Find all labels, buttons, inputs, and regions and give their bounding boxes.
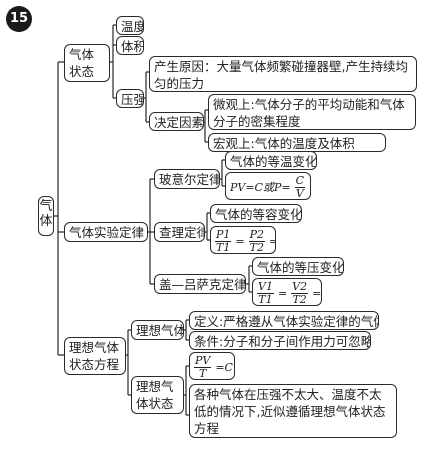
ideal-eq-name: 理想气体状态方程: [136, 379, 174, 411]
pressure-label: 压强: [121, 92, 144, 107]
ideal-note: 各种气体在压强不太大、温度不太低的情况下,近似遵循理想气体状态方程: [194, 387, 386, 436]
boyle-desc-node: 气体的等温变化: [225, 151, 317, 170]
macro-node: 宏观上:气体的温度及体积: [208, 133, 386, 152]
ideal-node: 理想气体状态方程: [64, 337, 126, 375]
params-title: 气体状态参量: [69, 47, 95, 79]
gaylussac-desc: 气体的等压变化: [257, 260, 344, 275]
charles-d2: T2: [249, 241, 264, 254]
laws-title: 气体实验定律: [69, 225, 145, 240]
micro-node: 微观上:气体分子的平均动能和气体分子的密集程度: [208, 94, 416, 130]
ideal-cond: 条件:分子和分子间作用力可忽略: [194, 334, 371, 349]
gaylussac-name: 盖—吕萨克定律: [159, 277, 246, 292]
charles-desc: 气体的等容变化: [215, 207, 302, 222]
ideal-gas-name: 理想气体: [136, 323, 184, 338]
section-number-badge: 15: [6, 6, 32, 32]
temperature-node: 温度: [116, 16, 144, 35]
ideal-gas-node: 理想气体: [131, 320, 184, 340]
ideal-cond-node: 条件:分子和分子间作用力可忽略: [189, 331, 371, 350]
boyle-formula-text: PV=C或P=: [230, 181, 291, 194]
ideal-def: 定义:严格遵从气体实验定律的气体: [194, 314, 379, 329]
gaylussac-desc-node: 气体的等压变化: [252, 257, 344, 276]
ideal-num: PV: [194, 354, 212, 368]
charles-rhs: = c: [269, 235, 275, 248]
volume-node: 体积: [116, 36, 144, 55]
macro-text: 宏观上:气体的温度及体积: [213, 136, 355, 151]
pressure-cause-node: 产生原因：大量气体频繁碰撞器壁,产生持续均匀的压力: [149, 56, 417, 92]
gaylussac-d2: T2: [292, 293, 307, 306]
volume-label: 体积: [121, 39, 144, 54]
boyle-num: C: [294, 174, 306, 188]
determine-node: 决定因素: [149, 112, 204, 131]
charles-d1: T1: [216, 241, 231, 254]
determine-label: 决定因素: [154, 115, 204, 130]
cause-text: 大量气体频繁碰撞器壁,产生持续均匀的压力: [154, 59, 408, 91]
boyle-node: 玻意尔定律: [154, 169, 220, 189]
cause-label: 产生原因：: [154, 59, 217, 74]
gaylussac-node: 盖—吕萨克定律: [154, 274, 246, 294]
boyle-desc: 气体的等温变化: [230, 154, 317, 169]
params-node: 气体状态参量: [64, 44, 110, 82]
charles-desc-node: 气体的等容变化: [210, 204, 302, 223]
root-node: 气体: [38, 196, 54, 236]
charles-n2: P2: [248, 228, 265, 242]
ideal-title: 理想气体状态方程: [69, 340, 120, 372]
ideal-rhs: =C: [215, 361, 233, 374]
pressure-node: 压强: [116, 89, 144, 108]
gaylussac-n1: V1: [257, 280, 274, 294]
charles-name: 查理定律: [159, 225, 205, 240]
root-label: 气体: [39, 199, 53, 229]
charles-node: 查理定律: [154, 222, 205, 242]
ideal-def-node: 定义:严格遵从气体实验定律的气体: [189, 311, 379, 330]
boyle-name: 玻意尔定律: [159, 172, 220, 187]
ideal-eq-node: 理想气体状态方程: [131, 376, 184, 414]
laws-node: 气体实验定律: [64, 222, 148, 242]
temperature-label: 温度: [121, 19, 144, 34]
micro-text: 微观上:气体分子的平均动能和气体分子的密集程度: [213, 97, 405, 129]
ideal-den: T: [199, 367, 207, 380]
boyle-den: V: [295, 187, 304, 200]
charles-n1: P1: [215, 228, 232, 242]
ideal-note-node: 各种气体在压强不太大、温度不太低的情况下,近似遵循理想气体状态方程: [189, 384, 397, 438]
gaylussac-d1: T1: [258, 293, 273, 306]
gaylussac-n2: V2: [291, 280, 309, 294]
gaylussac-rhs: = C: [312, 287, 322, 300]
